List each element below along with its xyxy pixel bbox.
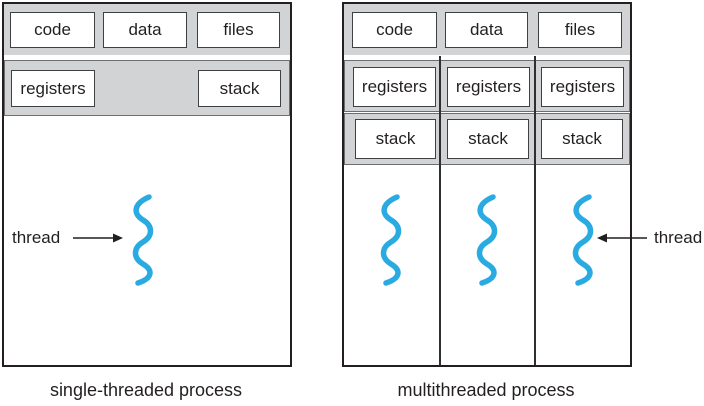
thread-column-divider bbox=[439, 56, 441, 365]
thread-squiggle-icon bbox=[476, 194, 498, 286]
stack-label: stack bbox=[562, 129, 602, 148]
stack-box: stack bbox=[541, 119, 623, 159]
stack-band: stack stack stack bbox=[344, 113, 630, 165]
resources-band: code data files bbox=[4, 4, 290, 55]
thread-label: thread bbox=[12, 228, 61, 247]
data-label: data bbox=[469, 20, 504, 39]
thread-column-divider bbox=[534, 56, 536, 365]
code-box: code bbox=[352, 12, 437, 48]
code-label: code bbox=[34, 20, 71, 39]
stack-label: stack bbox=[219, 78, 260, 98]
thread-arrow-icon bbox=[73, 233, 123, 243]
registers-label: registers bbox=[455, 77, 522, 96]
data-box: data bbox=[103, 12, 187, 48]
stack-box: stack bbox=[198, 70, 281, 107]
registers-label: registers bbox=[361, 77, 428, 96]
stack-box: stack bbox=[447, 119, 529, 159]
thread-squiggle-icon bbox=[380, 194, 402, 286]
code-label: code bbox=[376, 20, 413, 39]
thread-squiggle-icon bbox=[132, 194, 154, 286]
data-box: data bbox=[445, 12, 528, 48]
stack-label: stack bbox=[468, 129, 508, 148]
code-box: code bbox=[10, 12, 95, 48]
stack-label: stack bbox=[375, 129, 416, 148]
files-label: files bbox=[564, 20, 596, 39]
thread-arrow-icon bbox=[597, 233, 647, 243]
registers-stack-band: registers stack bbox=[4, 60, 290, 116]
single-threaded-caption: single-threaded process bbox=[49, 380, 243, 400]
registers-label: registers bbox=[549, 77, 616, 96]
registers-band: registers registers registers bbox=[344, 60, 630, 112]
thread-squiggle-icon bbox=[572, 194, 594, 286]
registers-box: registers bbox=[11, 70, 95, 107]
data-label: data bbox=[128, 20, 162, 39]
multithreaded-process-box: code data files registers registers regi… bbox=[342, 2, 632, 367]
files-box: files bbox=[538, 12, 622, 48]
registers-box: registers bbox=[447, 67, 530, 107]
files-label: files bbox=[223, 20, 254, 39]
resources-band: code data files bbox=[344, 4, 630, 55]
files-box: files bbox=[197, 12, 280, 48]
registers-box: registers bbox=[541, 67, 624, 107]
single-threaded-process-box: code data files registers stack bbox=[2, 2, 292, 367]
thread-label: thread bbox=[654, 228, 703, 247]
registers-box: registers bbox=[353, 67, 436, 107]
registers-label: registers bbox=[20, 78, 86, 98]
multithreaded-caption: multithreaded process bbox=[397, 380, 575, 400]
stack-box: stack bbox=[355, 119, 436, 159]
